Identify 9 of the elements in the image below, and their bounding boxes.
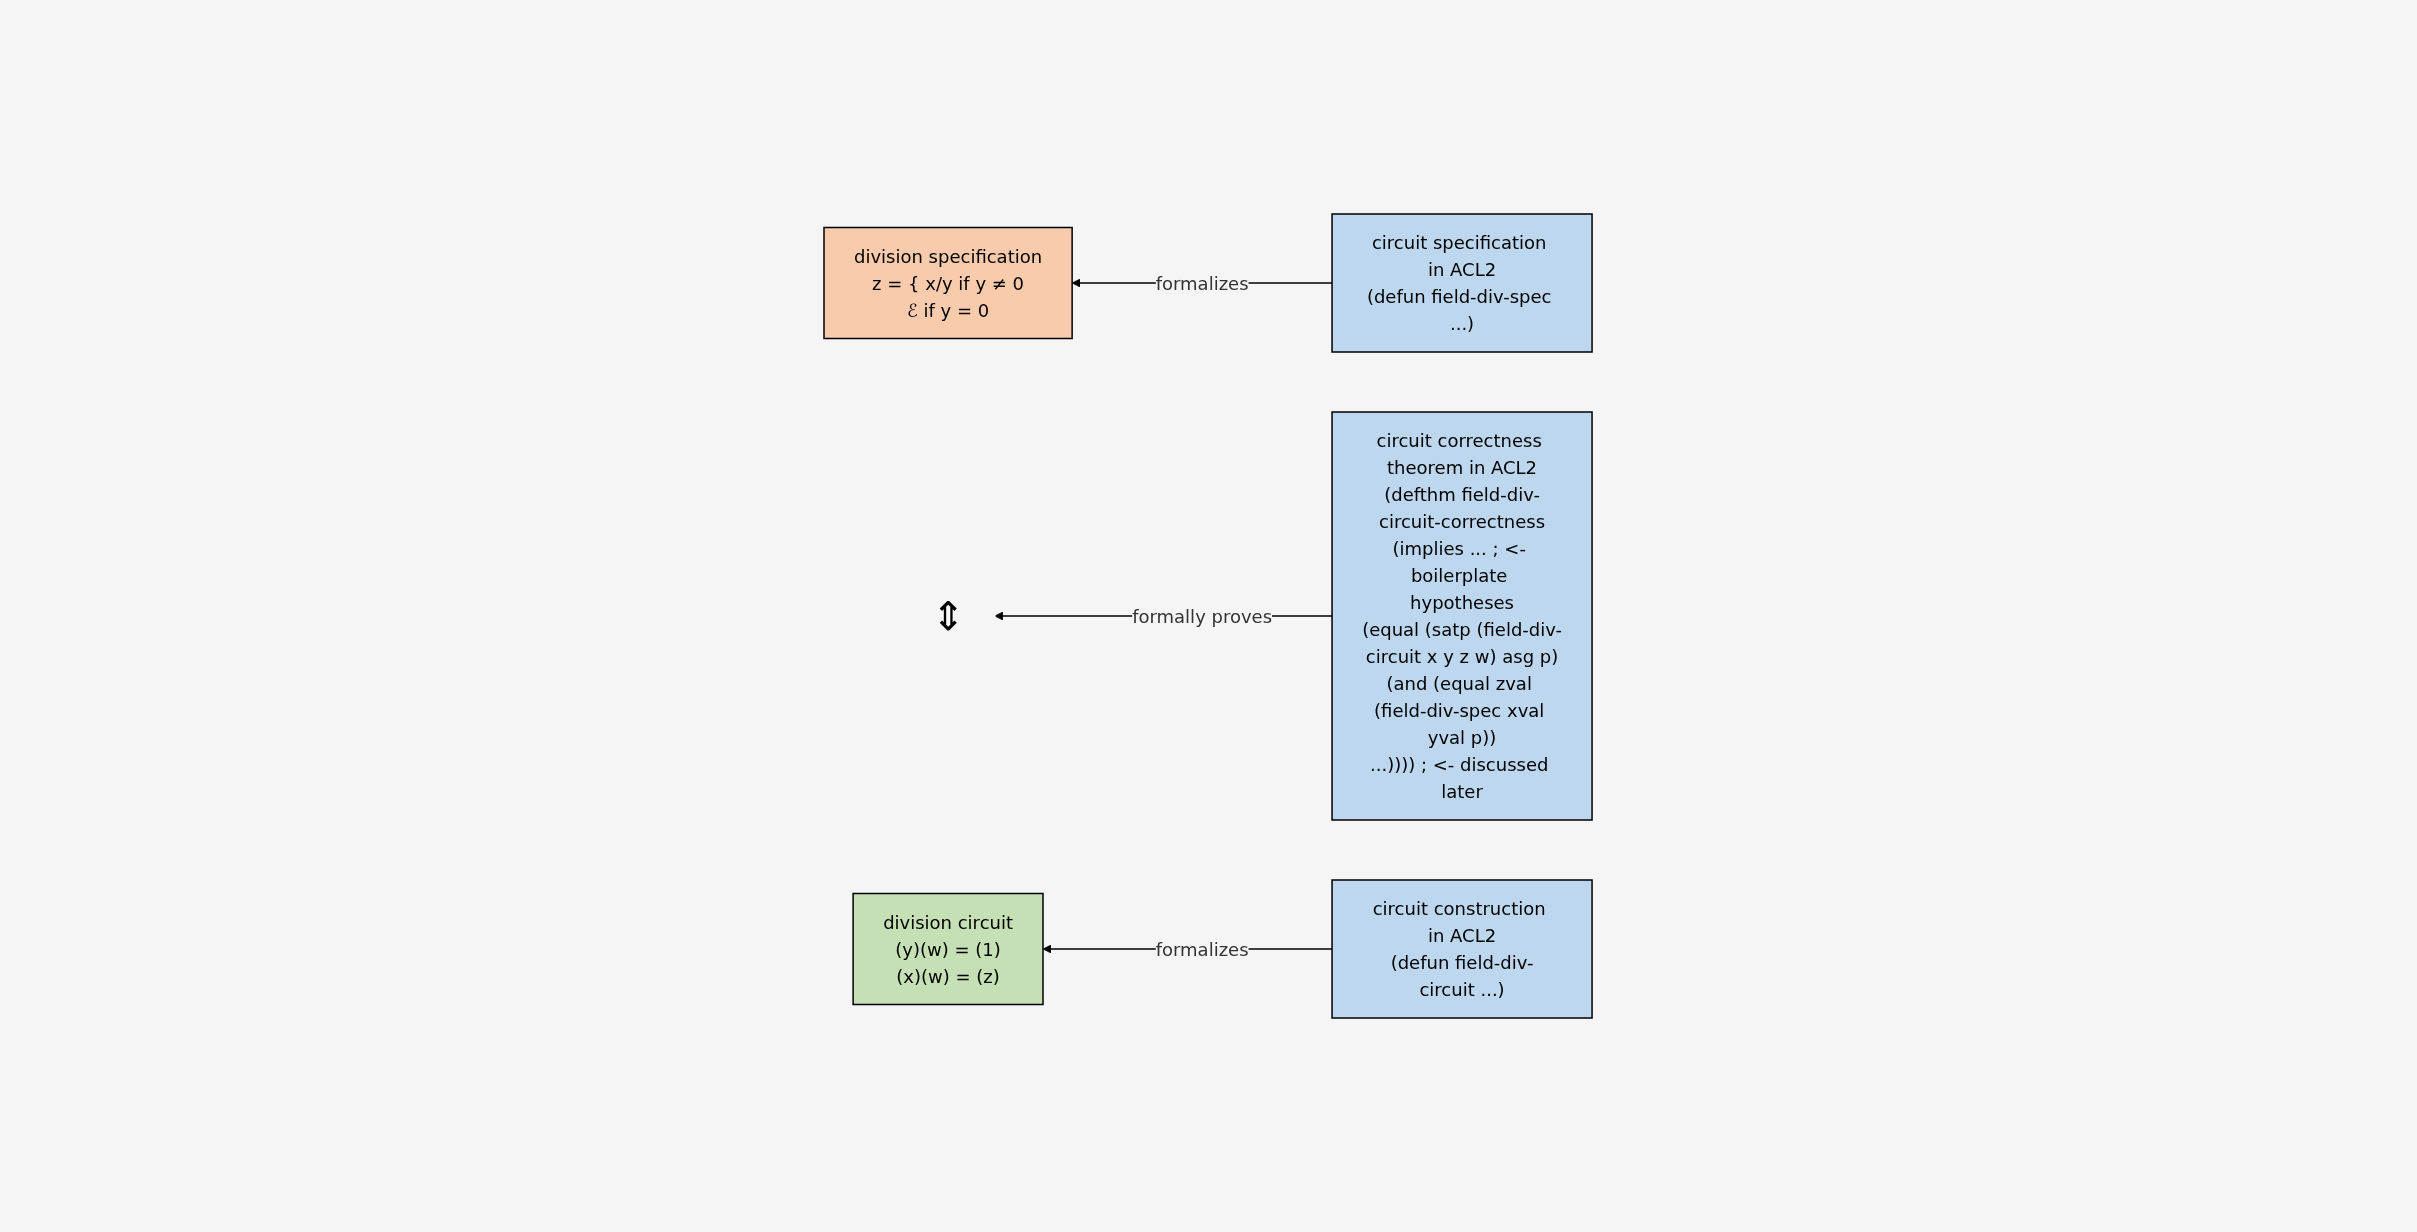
- node-box: circuit construction in ACL2 (defun field-div-circuit ...): [1331, 879, 1594, 1019]
- node-text: ⇕: [931, 593, 966, 639]
- node-box: circuit correctness theorem in ACL2 (defthm field-div-circuit-correctness (implies ... ; <- boilerplate hypotheses (equal (satp (field-div-circuit x y z w) asg p) (and (equal zval (field-div-spec xval yval p)) ...)))) ; <- discussed later: [1331, 411, 1594, 821]
- node-box: circuit specification in ACL2 (defun field-div-spec ...): [1331, 213, 1594, 353]
- node-box: division circuit (y)(w) = (1) (x)(w) = (z): [852, 892, 1045, 1006]
- edge-label: formalizes: [1156, 938, 1250, 960]
- edge-label: formally proves: [1132, 605, 1273, 627]
- edge-label: formalizes: [1156, 272, 1250, 294]
- node-box: division specification z = { x/y if y ≠ 0 ℰ if y = 0: [823, 226, 1074, 340]
